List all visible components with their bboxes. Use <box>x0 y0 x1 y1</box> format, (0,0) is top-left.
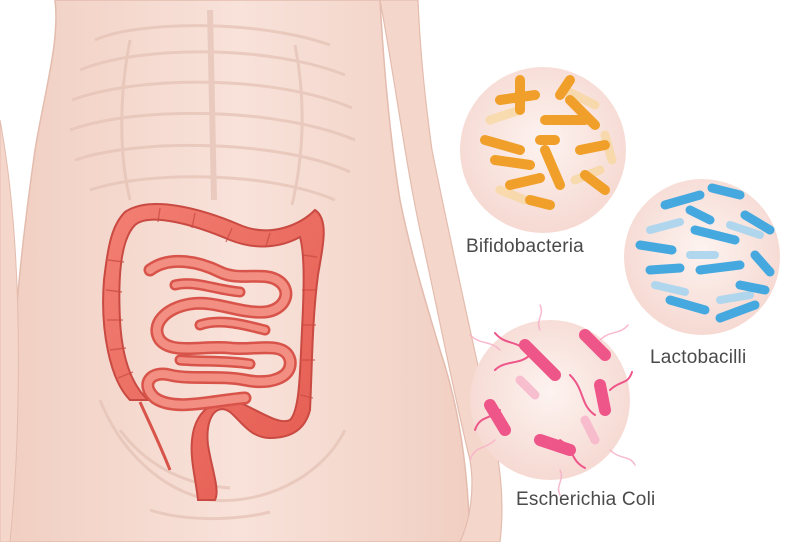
lactobacilli-label: Lactobacilli <box>650 347 746 369</box>
bifidobacteria-label: Bifidobacteria <box>466 236 584 258</box>
lactobacilli-circle <box>624 179 780 335</box>
bifidobacteria-circle <box>460 67 626 233</box>
escherichia-coli-label: Escherichia Coli <box>516 489 655 511</box>
